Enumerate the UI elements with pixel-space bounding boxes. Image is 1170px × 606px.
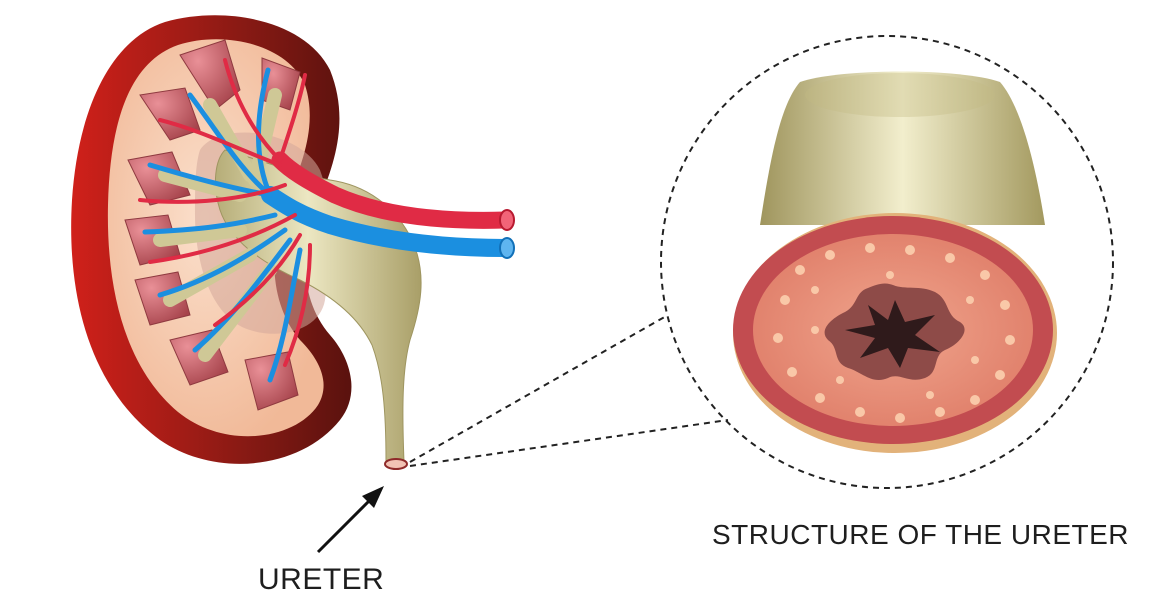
zoom-lines	[409, 314, 729, 467]
mucosa-dots	[773, 243, 1015, 423]
renal-artery	[138, 58, 514, 367]
ureter-label: URETER	[258, 563, 385, 596]
arrow-icon	[316, 486, 384, 554]
ureter-tube	[760, 71, 1045, 225]
renal-vein	[142, 67, 514, 383]
vein-end	[499, 237, 515, 259]
tube-top-shade	[805, 73, 995, 117]
structure-of-ureter-label: STRUCTURE OF THE URETER	[712, 519, 1129, 550]
ureter-tip	[384, 458, 408, 470]
artery-end	[499, 209, 515, 231]
renal-pyramid	[134, 271, 191, 326]
kidney-cross-section	[71, 15, 515, 470]
zoom-circle	[660, 35, 1114, 489]
ureter-cross-section	[733, 71, 1057, 453]
renal-pyramid	[179, 39, 241, 111]
ureter-lumen	[845, 300, 940, 368]
